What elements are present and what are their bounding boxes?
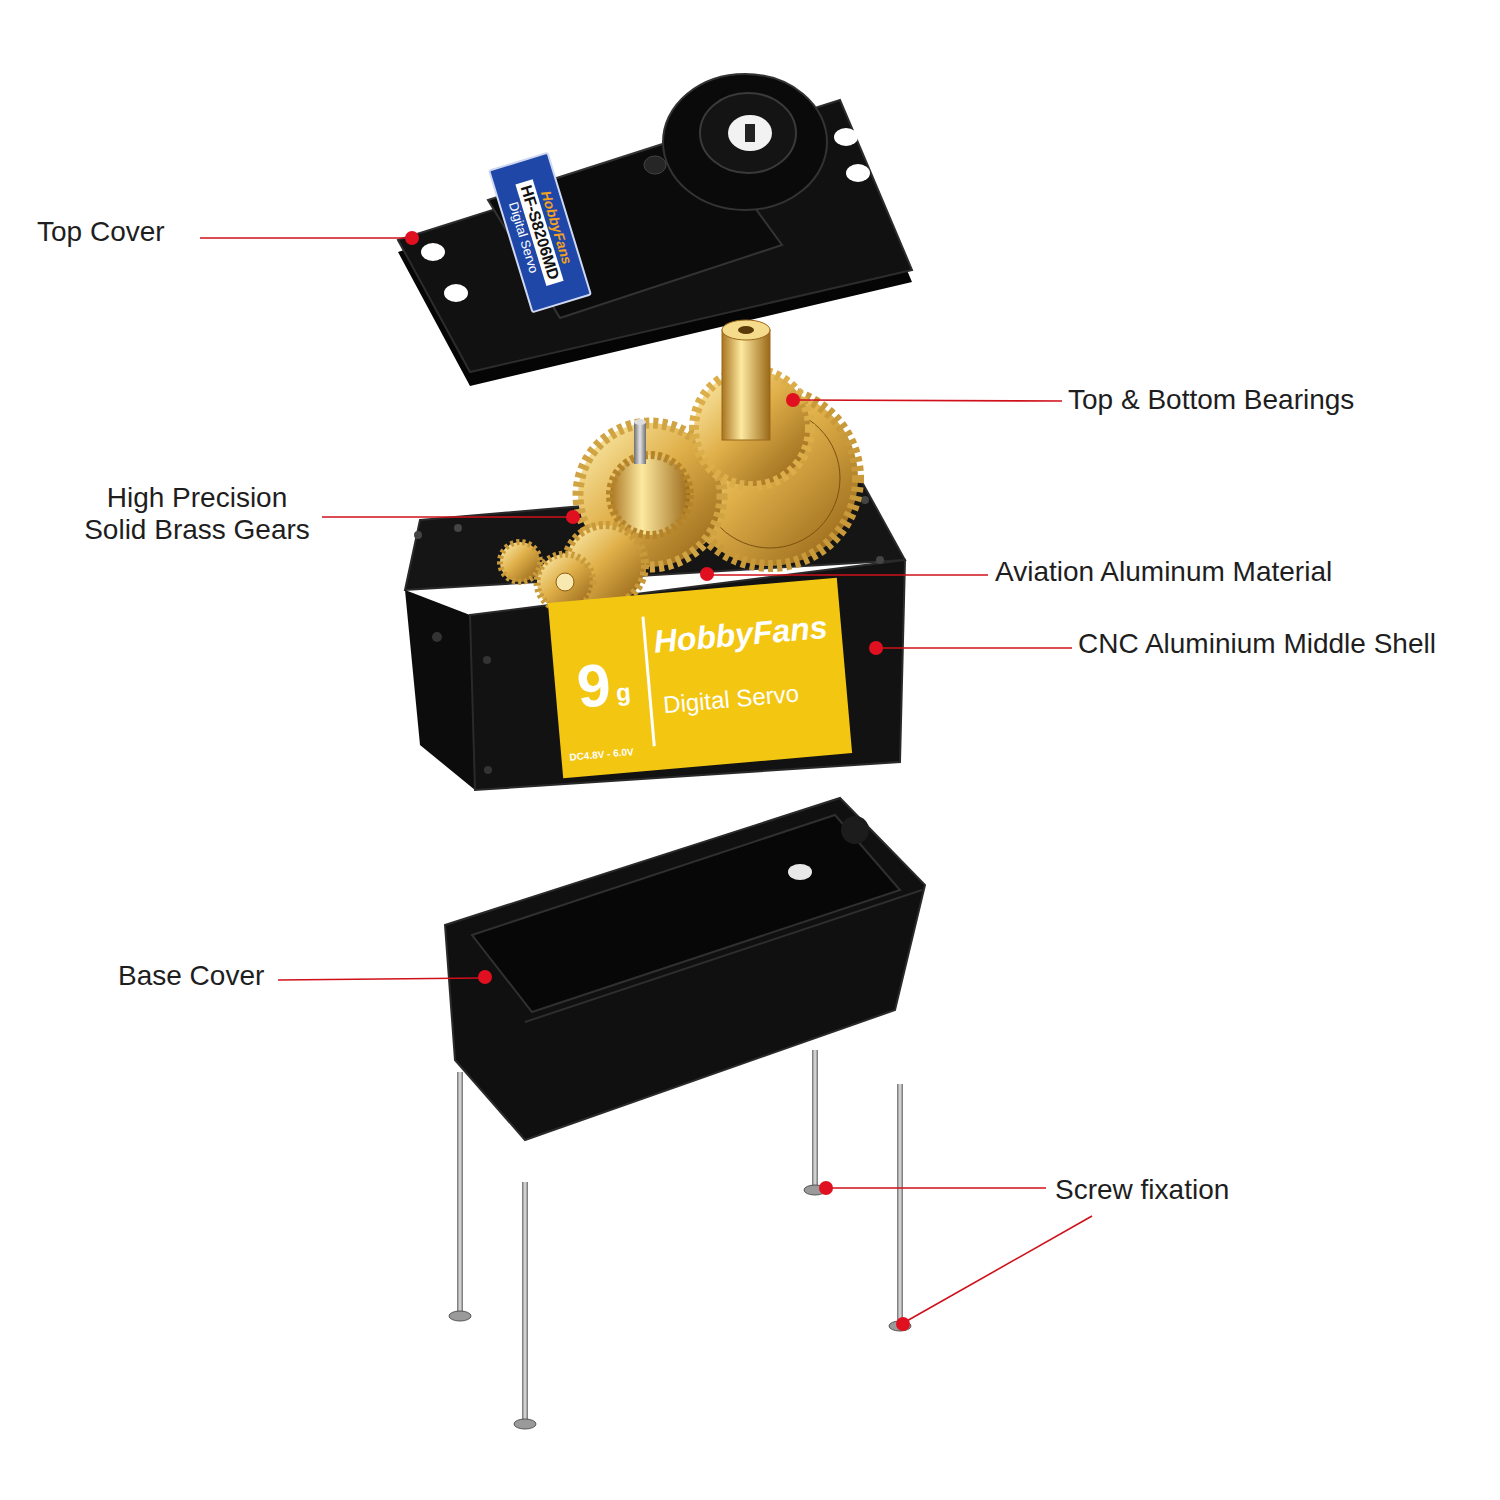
brass-gears-part: [722, 330, 770, 440]
middle-shell-part: [876, 556, 884, 564]
top-cover-part: [663, 74, 827, 210]
weight-unit: g: [615, 678, 632, 707]
base-cover-part: [445, 798, 925, 1140]
middle-shell-part: [454, 524, 462, 532]
top-cover-part: [444, 284, 468, 302]
middle-shell-part: [861, 496, 869, 504]
brass-gears-part: [556, 573, 574, 591]
base-cover: [445, 798, 925, 1140]
middle-shell-part: [484, 766, 492, 774]
leader-lines-part: [896, 1317, 910, 1331]
part-label: Top & Bottom Bearings: [1068, 384, 1354, 416]
leader-lines-part: [700, 567, 714, 581]
screws-part: [449, 1311, 471, 1321]
brand-name: HobbyFans: [652, 609, 829, 661]
brass-gears-part: [722, 320, 770, 340]
leader-lines-part: [405, 231, 419, 245]
leader-lines-part: [795, 400, 1062, 401]
brass-gears-part: [634, 419, 646, 425]
leader-lines-part: [278, 978, 483, 980]
top-cover-part: [398, 100, 912, 372]
part-label: Base Cover: [118, 960, 264, 992]
brass-gears-part: [610, 455, 690, 535]
screws-part: [457, 1072, 463, 1314]
top-cover-part: [728, 115, 772, 151]
top-cover-part: [644, 156, 666, 174]
voltage-range: DC4.8V - 6.0V: [569, 746, 634, 763]
leader-lines-part: [819, 1181, 833, 1195]
leader-lines-part: [710, 574, 988, 576]
middle-shell-part: [483, 656, 491, 664]
screws-part: [897, 1084, 903, 1324]
brass-gears-part: [738, 326, 754, 334]
middle-shell-part: [405, 590, 475, 790]
model-sticker: HobbyFansHF-S8206MDDigital Servo: [488, 151, 592, 313]
top-cover-part: [700, 93, 796, 173]
leader-lines-part: [322, 516, 570, 518]
screws-part: [514, 1419, 536, 1429]
leader-lines-part: [200, 237, 410, 239]
base-cover-part: [525, 890, 922, 1022]
top-cover-part: [745, 124, 755, 142]
screws-part: [522, 1182, 528, 1422]
screws-part: [812, 1050, 818, 1188]
brass-gears-part: [634, 422, 646, 464]
leader-lines-part: [478, 970, 492, 984]
screws: [449, 1050, 911, 1429]
brass-gears: [500, 320, 858, 610]
brand-sticker: 9gDC4.8V - 6.0V HobbyFansDigital Servo: [548, 578, 852, 779]
leader-lines-part: [869, 641, 883, 655]
leader-lines: [200, 231, 1092, 1331]
leader-lines-part: [786, 393, 800, 407]
part-label: Screw fixation: [1055, 1174, 1229, 1206]
middle-shell-part: [414, 531, 422, 539]
part-label: Top Cover: [37, 216, 165, 248]
leader-lines-part: [828, 1187, 1046, 1189]
part-label: CNC Aluminium Middle Shell: [1078, 628, 1436, 660]
part-label: Aviation Aluminum Material: [995, 556, 1332, 588]
base-cover-part: [841, 816, 869, 844]
middle-shell-part: [432, 632, 442, 642]
brass-gears-part: [500, 542, 540, 582]
top-cover-part: [421, 243, 445, 261]
top-cover: [398, 74, 912, 386]
middle-shell-part: [470, 560, 905, 790]
leader-lines-part: [905, 1216, 1092, 1322]
leader-lines-part: [566, 510, 580, 524]
top-cover-part: [846, 164, 870, 182]
product-type: Digital Servo: [662, 680, 800, 719]
top-cover-part: [834, 128, 858, 146]
leader-lines-part: [878, 647, 1072, 649]
part-label: High Precision Solid Brass Gears: [77, 482, 317, 546]
base-cover-part: [788, 864, 812, 880]
base-cover-part: [472, 815, 900, 1012]
weight-number: 9: [574, 650, 613, 722]
